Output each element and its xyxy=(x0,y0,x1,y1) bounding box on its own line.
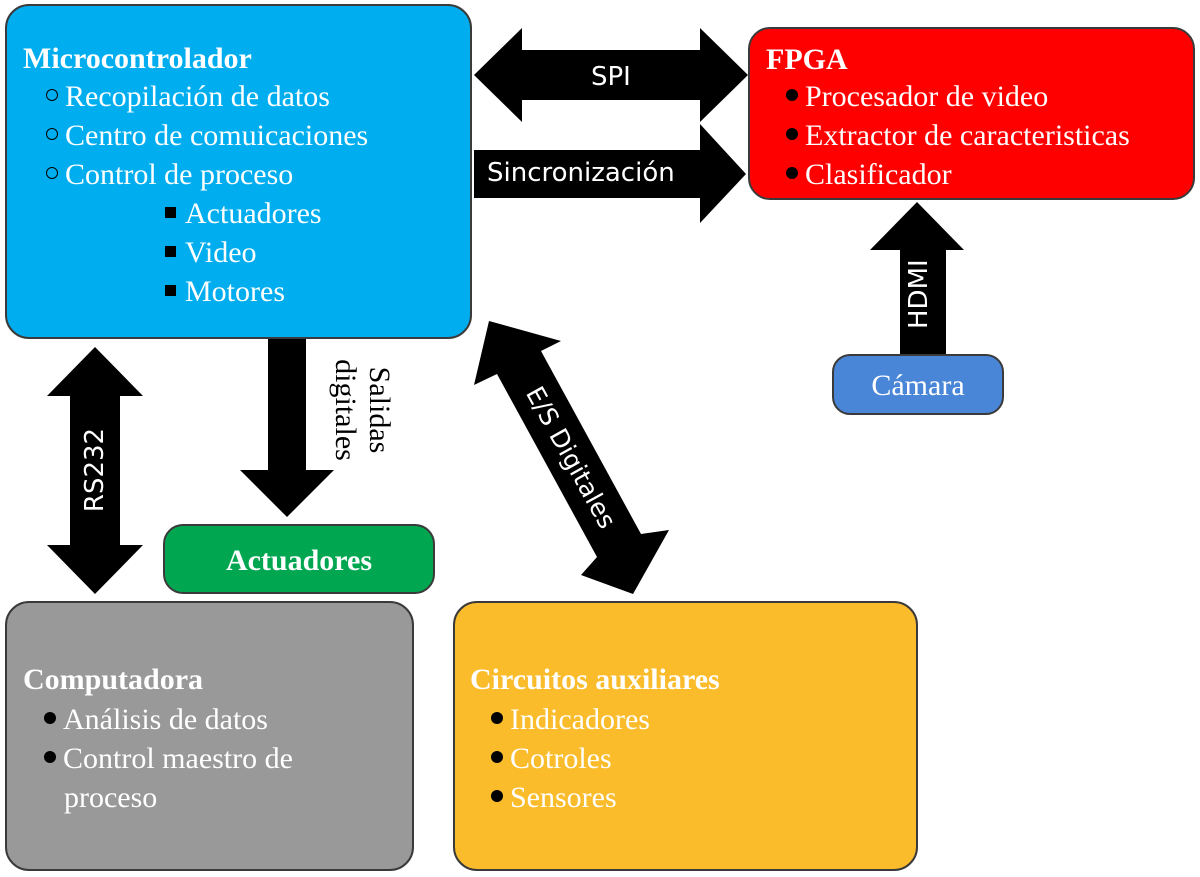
microcontrolador-item-3: Control de proceso xyxy=(46,155,293,194)
fpga-title: FPGA xyxy=(766,43,848,76)
fpga-box: FPGA Procesador de video Extractor de ca… xyxy=(748,27,1195,200)
circuitos-item-2: Cotroles xyxy=(491,739,612,778)
microcontrolador-title: Microcontrolador xyxy=(23,42,252,75)
microcontrolador-item-1: Recopilación de datos xyxy=(46,77,330,116)
microcontrolador-subitem-3: Motores xyxy=(165,272,285,311)
circuitos-item-3: Sensores xyxy=(491,778,617,817)
microcontrolador-subitem-2: Video xyxy=(165,233,257,272)
microcontrolador-box: Microcontrolador Recopilación de datos C… xyxy=(5,4,472,339)
circuitos-box: Circuitos auxiliares Indicadores Cotrole… xyxy=(453,601,918,871)
salidas-digitales-rotator: Salidas digitales xyxy=(328,355,396,465)
microcontrolador-subitem-1: Actuadores xyxy=(165,194,322,233)
salidas-digitales-arrow xyxy=(240,334,334,517)
computadora-item-2-cont: proceso xyxy=(64,781,158,814)
camara-label: Cámara xyxy=(871,369,965,402)
es-digitales-arrow xyxy=(474,321,669,594)
microcontrolador-item-2: Centro de comuicaciones xyxy=(46,116,368,155)
sincronizacion-label: Sincronización xyxy=(487,158,675,188)
salidas-line-1: Salidas xyxy=(363,366,396,454)
computadora-item-1: Análisis de datos xyxy=(44,700,268,739)
circuitos-title: Circuitos auxiliares xyxy=(470,663,720,696)
sincronizacion-arrow xyxy=(474,124,746,223)
fpga-item-1: Procesador de video xyxy=(786,77,1048,116)
spi-arrow xyxy=(474,28,748,122)
computadora-box: Computadora Análisis de datos Control ma… xyxy=(5,601,414,871)
fpga-item-3: Clasificador xyxy=(786,155,952,194)
actuadores-box: Actuadores xyxy=(163,524,435,594)
computadora-item-2: Control maestro de xyxy=(44,739,293,778)
rs232-label: RS232 xyxy=(80,427,110,513)
hdmi-arrow xyxy=(870,202,964,354)
rs232-arrow xyxy=(47,347,143,594)
actuadores-label: Actuadores xyxy=(225,544,373,577)
computadora-title: Computadora xyxy=(23,663,204,696)
salidas-line-2: digitales xyxy=(329,359,362,461)
fpga-item-2: Extractor de caracteristicas xyxy=(786,116,1130,155)
spi-label: SPI xyxy=(591,62,631,92)
camara-box: Cámara xyxy=(832,354,1004,415)
hdmi-label: HDMI xyxy=(904,259,934,329)
circuitos-item-1: Indicadores xyxy=(491,700,650,739)
